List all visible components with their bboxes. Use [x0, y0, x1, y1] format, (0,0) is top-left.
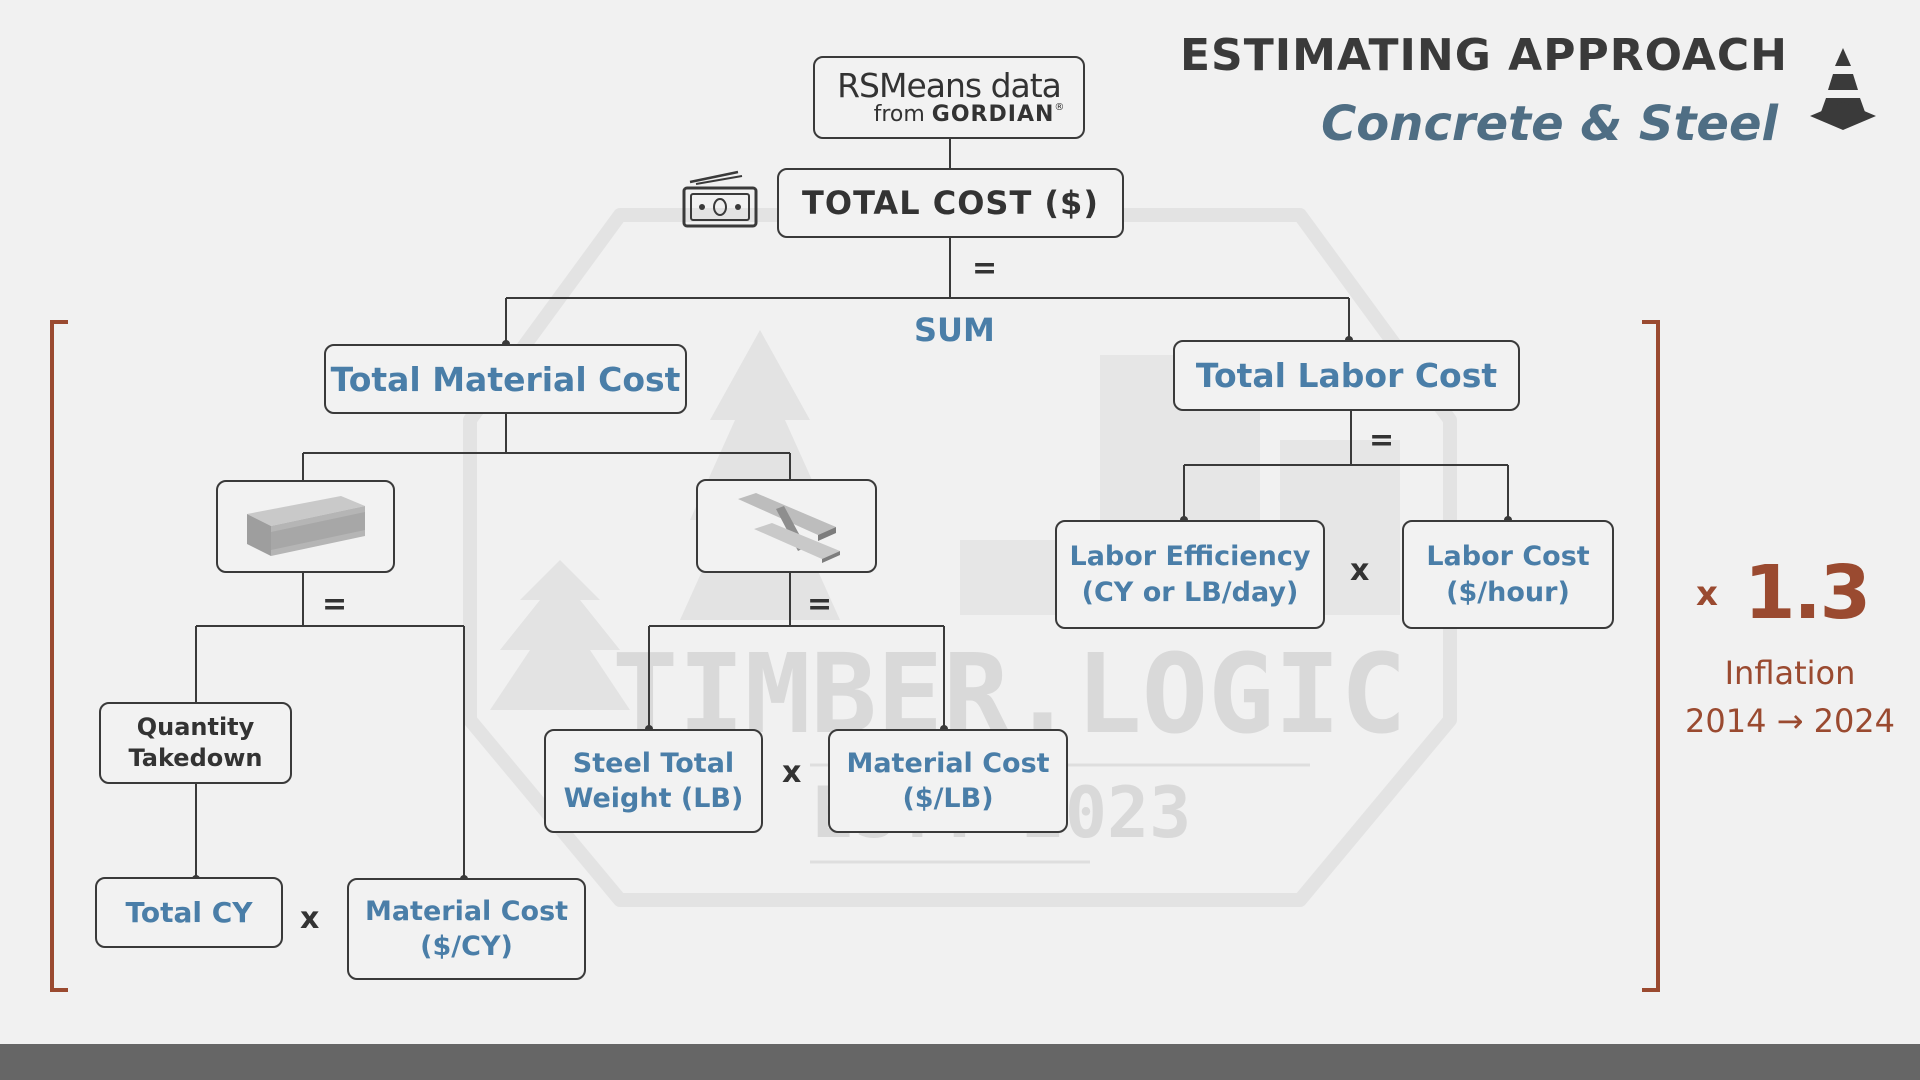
- logo-registered-mark: ®: [1054, 102, 1065, 114]
- labor-efficiency-unit: (CY or LB/day): [1081, 576, 1299, 608]
- total-labor-cost-node: Total Labor Cost: [1173, 340, 1520, 411]
- total-cost-node: TOTAL COST ($): [777, 168, 1124, 238]
- material-cost-lb-unit: ($/LB): [902, 783, 994, 814]
- money-icon: [682, 170, 758, 228]
- labor-efficiency-node: Labor Efficiency (CY or LB/day): [1055, 520, 1325, 629]
- labor-efficiency-title: Labor Efficiency: [1069, 541, 1311, 573]
- material-cost-cy-unit: ($/CY): [420, 931, 513, 962]
- logo-secondary-line: from GORDIAN®: [873, 102, 1065, 128]
- steel-total-weight-node: Steel Total Weight (LB): [544, 729, 763, 833]
- steel-weight-unit: Weight (LB): [563, 783, 744, 814]
- equals-operator: =: [1369, 423, 1395, 458]
- labor-cost-title: Labor Cost: [1426, 541, 1590, 573]
- equals-operator: =: [322, 587, 348, 622]
- concrete-node: [216, 480, 395, 573]
- logo-brand-text: GORDIAN: [931, 102, 1055, 128]
- times-operator: x: [782, 755, 802, 790]
- multiplier-value: 1.3: [1744, 550, 1871, 636]
- traffic-cone-icon: [1810, 48, 1876, 130]
- inflation-years: 2014 → 2024: [1684, 702, 1896, 740]
- quantity-takedown-line1: Quantity: [136, 712, 255, 741]
- equals-operator: =: [972, 251, 998, 286]
- multiplier-prefix: x: [1696, 574, 1718, 614]
- steel-weight-title: Steel Total: [572, 747, 735, 779]
- footer-bar: [0, 1044, 1920, 1080]
- total-material-cost-node: Total Material Cost: [324, 344, 687, 414]
- steel-beam-icon: [737, 493, 840, 563]
- labor-cost-unit: ($/hour): [1446, 576, 1570, 608]
- material-cost-cy-title: Material Cost: [364, 895, 569, 927]
- sum-label: SUM: [914, 311, 995, 349]
- right-bracket: [1642, 320, 1660, 992]
- labor-cost-node: Labor Cost ($/hour): [1402, 520, 1614, 629]
- quantity-takedown-line2: Takedown: [128, 744, 263, 772]
- rsmeans-logo: RSMeans data from GORDIAN®: [813, 56, 1085, 139]
- material-cost-cy-node: Material Cost ($/CY): [347, 878, 586, 980]
- equals-operator: =: [807, 587, 833, 622]
- times-operator: x: [1350, 553, 1370, 588]
- material-cost-lb-node: Material Cost ($/LB): [828, 729, 1068, 833]
- logo-primary-text: RSMeans data: [837, 65, 1062, 105]
- inflation-label: Inflation: [1724, 654, 1856, 692]
- page-subtitle: Concrete & Steel: [1321, 96, 1778, 152]
- quantity-takedown-node: Quantity Takedown: [99, 702, 292, 784]
- total-cy-node: Total CY: [95, 877, 283, 948]
- concrete-beam-icon: [246, 495, 365, 556]
- page-title: ESTIMATING APPROACH: [1179, 30, 1788, 81]
- steel-node: [696, 479, 877, 573]
- material-cost-lb-title: Material Cost: [846, 747, 1050, 779]
- times-operator: x: [300, 901, 320, 936]
- left-bracket: [50, 320, 68, 992]
- logo-from-text: from: [873, 102, 925, 128]
